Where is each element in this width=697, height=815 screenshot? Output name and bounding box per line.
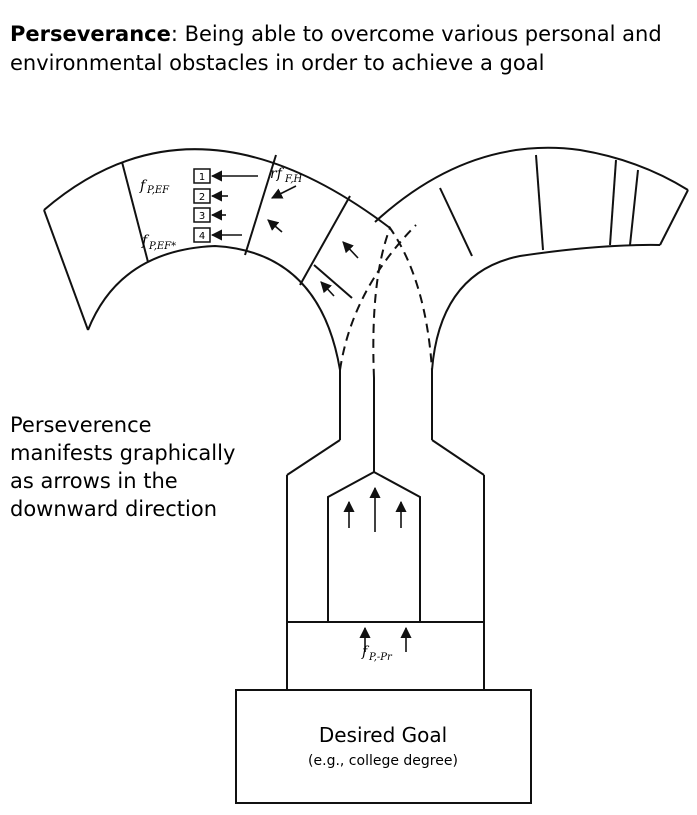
force-arrow-path-lower (320, 281, 335, 297)
label-f-pref-star-sub: P,EF* (148, 241, 176, 252)
left-region-divider-3 (299, 195, 351, 286)
label-f-ppr-sub: P,-Pr (368, 652, 393, 663)
label-f-pref-star: f (141, 233, 150, 249)
numbered-boxes: 1 2 3 4 (193, 168, 211, 243)
right-region-divider-4 (629, 169, 639, 246)
box-number-1: 1 (199, 172, 205, 183)
box-number-4: 4 (199, 231, 205, 242)
left-region-divider-1 (121, 161, 149, 263)
label-rf-fh: rf (270, 166, 285, 182)
left-arch-outer (43, 148, 391, 229)
left-arch-end (43, 209, 89, 331)
definition-term: Perseverance (10, 22, 171, 46)
force-arrow-path-upper (342, 241, 359, 259)
right-arch-outer (374, 146, 689, 223)
label-f-pref-sub: P,EF (146, 185, 170, 196)
stem-left-shoulder (286, 439, 341, 476)
left-region-divider-4 (313, 264, 353, 299)
force-arrow-fh (270, 185, 297, 199)
box-number-2: 2 (199, 192, 205, 203)
goal-subtitle: (e.g., college degree) (308, 753, 458, 769)
stem-right-shoulder (431, 439, 485, 476)
right-arch-end (659, 189, 689, 246)
dashed-path-left (339, 224, 417, 371)
goal-title: Desired Goal (319, 723, 447, 747)
left-region-divider-2 (244, 154, 277, 256)
label-f-pref: f (139, 178, 148, 194)
force-arrow-left-region (267, 219, 283, 233)
box-number-3: 3 (199, 211, 205, 222)
definition-text: : Being able to overcome various persona… (10, 22, 662, 75)
label-f-ppr: f (361, 644, 370, 660)
goal-box (235, 689, 532, 804)
left-arch-inner (87, 244, 341, 371)
label-rf-fh-sub: F,H (284, 174, 303, 185)
perseverance-note: Perseverence manifests graphically as ar… (10, 413, 236, 521)
definition-heading: Perseverance: Being able to overcome var… (10, 20, 690, 78)
right-region-divider-1 (439, 187, 473, 257)
right-region-divider-2 (535, 154, 544, 251)
dashed-path-right (372, 225, 433, 379)
right-arch-inner (431, 243, 661, 371)
right-region-divider-3 (609, 159, 617, 246)
inner-pentagon (327, 470, 421, 622)
